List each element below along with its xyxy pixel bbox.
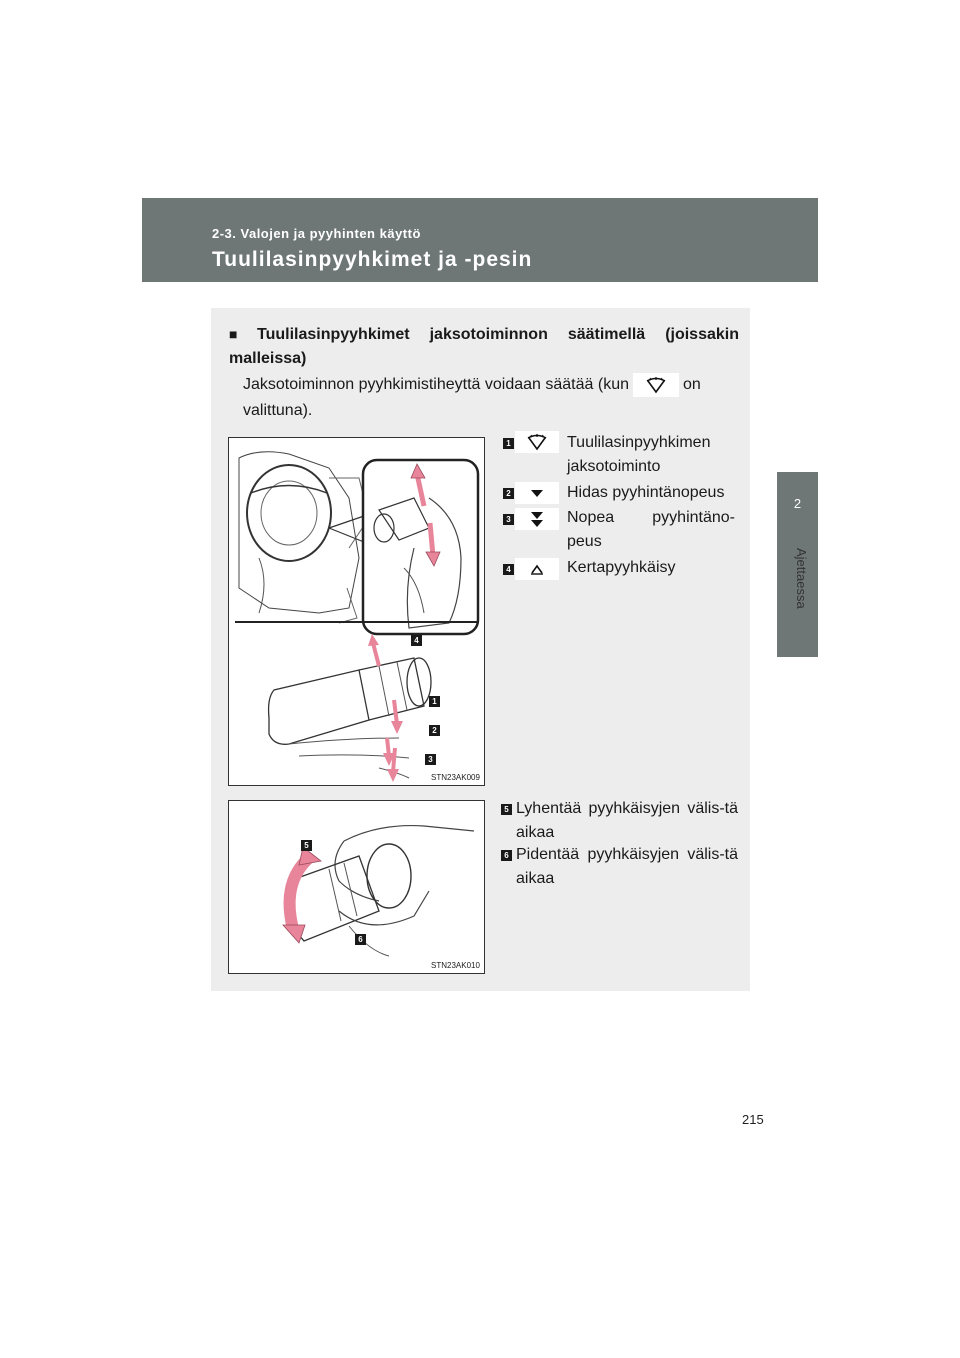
callout-6: 6 — [355, 934, 366, 945]
callout-3: 3 — [425, 754, 436, 765]
subsection-heading: ■Tuulilasinpyyhkimet jaksotoiminnon säät… — [229, 326, 739, 367]
callout-5: 5 — [301, 840, 312, 851]
note-text: Pidentää pyyhkäisyjen välis-tä aikaa — [516, 846, 738, 887]
callout-4: 4 — [411, 635, 422, 646]
section-label: 2-3. Valojen ja pyyhinten käyttö — [212, 226, 421, 241]
legend-item-3: 3 Nopea pyyhintäno-peus — [501, 506, 741, 556]
legend-item-2: 2 Hidas pyyhintänopeus — [501, 481, 741, 507]
legend-number: 4 — [503, 564, 514, 575]
legend-item-1: 1 Tuulilasinpyyhkimen jaksotoiminto — [501, 431, 741, 481]
legend-number: 3 — [503, 514, 514, 525]
note-item-5: 5 Lyhentää pyyhkäisyjen välis-tä aikaa — [501, 797, 741, 847]
note-text: Lyhentää pyyhkäisyjen välis-tä aikaa — [516, 800, 738, 841]
figure-code: STN23AK010 — [431, 961, 480, 970]
figure-code: STN23AK009 — [431, 773, 480, 782]
legend-text: Tuulilasinpyyhkimen jaksotoiminto — [567, 434, 711, 475]
page-title: Tuulilasinpyyhkimet ja -pesin — [212, 248, 533, 271]
wiper-lever-illustration — [235, 451, 480, 782]
interval-dial-illustration — [282, 825, 475, 957]
note-number: 5 — [501, 804, 512, 815]
square-bullet-icon: ■ — [229, 326, 253, 342]
intermittent-wiper-icon — [515, 431, 559, 453]
mist-chevron-up-icon — [515, 558, 559, 580]
intermittent-wiper-icon — [632, 372, 679, 397]
callout-1: 1 — [429, 696, 440, 707]
legend-number: 2 — [503, 488, 514, 499]
legend-item-4: 4 Kertapyyhkäisy — [501, 554, 741, 580]
legend-text: Kertapyyhkäisy — [567, 559, 676, 576]
legend-text: Nopea pyyhintäno-peus — [567, 509, 735, 550]
content-panel: ■Tuulilasinpyyhkimet jaksotoiminnon säät… — [211, 308, 750, 991]
page-header: 2-3. Valojen ja pyyhinten käyttö Tuulila… — [142, 198, 818, 282]
legend-number: 1 — [503, 438, 514, 449]
note-number: 6 — [501, 850, 512, 861]
figure-wiper-lever: 4 1 2 3 STN23AK009 — [228, 437, 485, 786]
page-number: 215 — [742, 1112, 764, 1127]
double-chevron-down-icon — [515, 508, 559, 530]
chapter-number: 2 — [793, 496, 802, 511]
callout-2: 2 — [429, 725, 440, 736]
figure-interval-dial: 5 6 STN23AK010 — [228, 800, 485, 974]
note-item-6: 6 Pidentää pyyhkäisyjen välis-tä aikaa — [501, 843, 741, 893]
chapter-label: Ajettaessa — [794, 548, 809, 609]
intro-paragraph: Jaksotoiminnon pyyhkimistiheyttä voidaan… — [243, 372, 739, 424]
chapter-tab[interactable]: 2 — [777, 472, 818, 657]
single-chevron-down-icon — [515, 482, 559, 504]
legend-text: Hidas pyyhintänopeus — [567, 484, 725, 501]
